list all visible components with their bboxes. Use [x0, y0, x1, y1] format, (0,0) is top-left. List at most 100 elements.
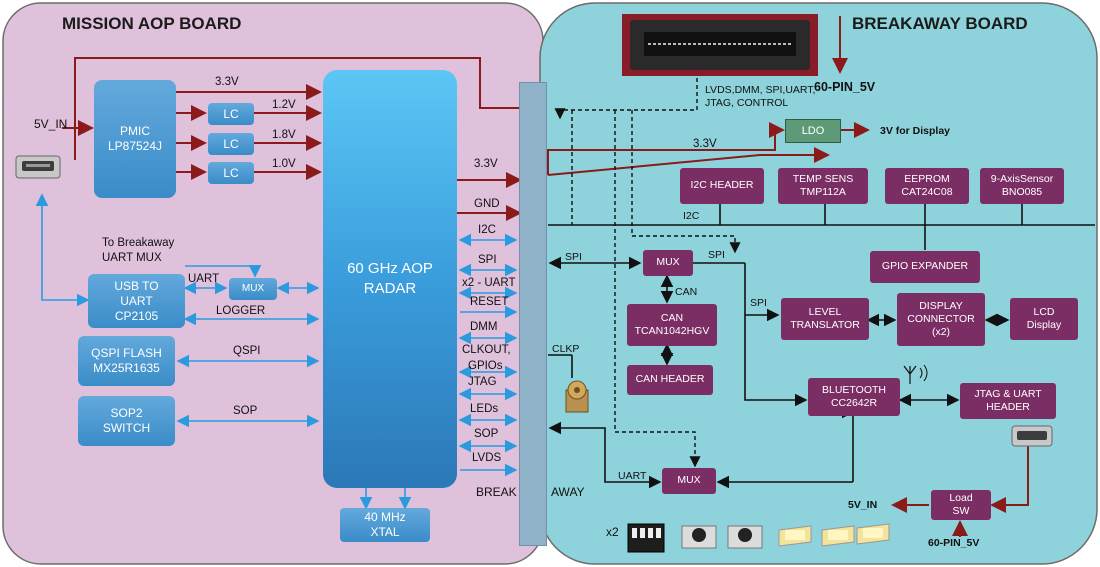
pmic-line1: PMIC — [120, 124, 150, 138]
display-connector-line2: CONNECTOR — [907, 312, 975, 325]
sop2-switch-block: SOP2 SWITCH — [78, 396, 175, 446]
axis-sensor-line1: 9-AxisSensor — [990, 172, 1054, 185]
right-micro-usb-icon — [1011, 425, 1053, 447]
sig-3v3: 3.3V — [474, 158, 498, 170]
xtal-block: 40 MHz XTAL — [340, 508, 430, 542]
sig-dmm: DMM — [470, 321, 498, 333]
push-button-icon-1 — [681, 525, 717, 549]
sig-reset: RESET — [470, 296, 509, 308]
axis-sensor-block: 9-AxisSensor BNO085 — [980, 168, 1064, 204]
sop-label: SOP — [233, 405, 258, 417]
radar-chip: 60 GHz AOP RADAR — [323, 70, 457, 488]
radar-line1: 60 GHz AOP — [347, 259, 433, 277]
jtag-uart-header-block: JTAG & UART HEADER — [960, 383, 1056, 419]
sop2-line2: SWITCH — [102, 421, 151, 435]
radar-line2: RADAR — [363, 280, 417, 297]
eeprom-line1: EEPROM — [904, 172, 950, 185]
left-mux-block: MUX — [229, 278, 277, 300]
level-translator-block: LEVEL TRANSLATOR — [781, 298, 869, 340]
uart-mux-label: UART — [618, 470, 647, 482]
micro-usb-icon — [15, 155, 61, 179]
connector-signals-line2: JTAG, CONTROL — [705, 97, 789, 109]
spi-mux-block: MUX — [643, 250, 693, 276]
spi-translator-label: SPI — [750, 297, 767, 309]
antenna-icon — [903, 364, 928, 384]
led-icon-2 — [821, 525, 855, 547]
level-translator-line1: LEVEL — [808, 305, 842, 318]
xtal-line1: 40 MHz — [364, 510, 406, 524]
lcd-line1: LCD — [1033, 305, 1055, 318]
ldo-block: LDO — [785, 119, 841, 143]
gpio-expander-block: GPIO EXPANDER — [870, 251, 980, 283]
rail-1v0-label: 1.0V — [272, 158, 296, 170]
rail-1v2-label: 1.2V — [272, 99, 296, 111]
temp-sens-line1: TEMP SENS — [792, 172, 854, 185]
connector-60pin-label: 60-PIN_5V — [814, 80, 876, 94]
i2c-header-block: I2C HEADER — [680, 168, 764, 204]
usb-uart-line3: CP2105 — [114, 308, 159, 323]
sig-gpios: GPIOs — [468, 360, 503, 372]
sig-lvds: LVDS — [472, 452, 502, 464]
to-breakaway-line1: To Breakaway — [102, 237, 175, 249]
i2c-bus-label: I2C — [683, 210, 700, 222]
spi-right-label: SPI — [708, 249, 725, 261]
ldo-output-label: 3V for Display — [880, 125, 951, 137]
lc-filter-3: LC — [208, 162, 254, 184]
qspi-flash-line1: QSPI FLASH — [91, 346, 162, 360]
dip-count-label: x2 — [606, 525, 619, 539]
temp-sensor-block: TEMP SENS TMP112A — [778, 168, 868, 204]
led-icon-3 — [856, 523, 890, 545]
qspi-label: QSPI — [233, 345, 261, 357]
spi-left-label: SPI — [565, 251, 582, 263]
sig-leds: LEDs — [470, 403, 499, 415]
sig-i2c: I2C — [478, 224, 496, 236]
pmic-line2: LP87524J — [107, 139, 163, 153]
out-5v-in-label: 5V_IN — [848, 499, 878, 511]
dip-switch-icon — [627, 523, 665, 553]
jtag-uart-line2: HEADER — [986, 401, 1030, 413]
break-label: BREAK — [476, 485, 517, 499]
level-translator-line2: TRANSLATOR — [790, 319, 860, 331]
led-icon-1 — [778, 525, 812, 547]
can-chip-line2: TCAN1042HGV — [634, 325, 710, 337]
lc-filter-1: LC — [208, 103, 254, 125]
input-5v-label: 5V_IN — [34, 117, 68, 131]
sig-gnd: GND — [474, 198, 500, 210]
connector-signals-line1: LVDS,DMM, SPI,UART, — [705, 84, 816, 96]
can-header-block: CAN HEADER — [627, 365, 713, 395]
sixty-pin-connector-icon — [622, 14, 818, 76]
load-sw-line1: Load — [949, 491, 973, 504]
lcd-display-block: LCD Display — [1010, 298, 1078, 340]
can-chip-line1: CAN — [660, 311, 684, 324]
sig-jtag: JTAG — [468, 376, 497, 388]
qspi-flash-block: QSPI FLASH MX25R1635 — [78, 336, 175, 386]
jtag-uart-line1: JTAG & UART — [974, 387, 1042, 400]
breakaway-connector-bar — [519, 82, 547, 546]
left-board-title: MISSION AOP BOARD — [62, 14, 242, 33]
usb-uart-line2: UART — [120, 293, 153, 308]
temp-sens-line2: TMP112A — [800, 186, 846, 198]
rail-1v8-label: 1.8V — [272, 129, 296, 141]
uart-mux-block: MUX — [662, 468, 716, 494]
push-button-icon-2 — [727, 525, 763, 549]
away-label: AWAY — [551, 485, 585, 499]
load-switch-block: Load SW — [931, 490, 991, 520]
in-60pin-label: 60-PIN_5V — [928, 537, 980, 549]
axis-sensor-line2: BNO085 — [1001, 186, 1043, 198]
sma-connector-icon — [565, 380, 589, 413]
load-sw-line2: SW — [952, 505, 970, 517]
to-breakaway-line2: UART MUX — [102, 252, 162, 264]
display-connector-block: DISPLAY CONNECTOR (x2) — [897, 293, 985, 346]
sop2-line1: SOP2 — [110, 406, 143, 420]
display-connector-line1: DISPLAY — [919, 299, 963, 312]
left-uart-label: UART — [188, 273, 220, 285]
qspi-flash-line2: MX25R1635 — [93, 361, 160, 375]
eeprom-line2: CAT24C08 — [901, 186, 953, 198]
bluetooth-line1: BLUETOOTH — [822, 383, 886, 396]
can-label: CAN — [675, 286, 698, 298]
bluetooth-block: BLUETOOTH CC2642R — [808, 378, 900, 416]
bluetooth-line2: CC2642R — [830, 397, 878, 409]
pmic-block: PMIC LP87524J — [94, 80, 176, 198]
sig-spi: SPI — [478, 254, 497, 266]
